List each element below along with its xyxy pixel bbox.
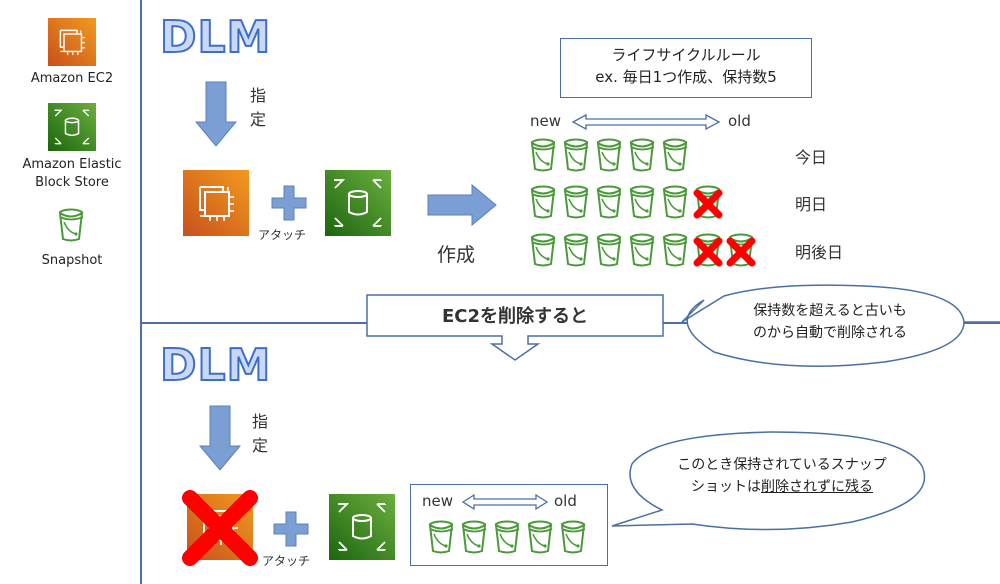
specify-label-bottom: 指 定 xyxy=(252,410,268,458)
legend-divider xyxy=(140,0,142,584)
old-label-top: old xyxy=(728,112,751,130)
snapshot-icon xyxy=(564,233,589,267)
specify-char1: 指 xyxy=(250,86,267,105)
snapshot-icon xyxy=(564,138,589,172)
callout-bottom-line2: ショットは削除されずに残る xyxy=(636,476,928,498)
rule-line2: ex. 毎日1つ作成、保持数5 xyxy=(595,68,777,86)
delete-x-icon xyxy=(693,237,723,267)
specify-label-top: 指 定 xyxy=(250,84,266,132)
ebs-legend-label: Amazon Elastic Block Store xyxy=(6,156,138,192)
snapshot-icon xyxy=(597,185,622,219)
dlm-title-bottom: DLM xyxy=(159,339,272,392)
attach-label-bottom: アタッチ xyxy=(262,554,311,568)
ec2-legend-icon xyxy=(48,18,96,66)
snapshot-icon xyxy=(630,138,655,172)
specify-arrow-bottom xyxy=(198,405,242,471)
snapshot-icon xyxy=(462,520,487,554)
attach-label-top: アタッチ xyxy=(258,228,307,242)
callout-top-line1: 保持数を超えると古いも xyxy=(753,303,907,319)
banner-arrow xyxy=(366,294,664,361)
snapshot-icon xyxy=(663,185,688,219)
callout-top xyxy=(681,284,1000,367)
old-label-bottom: old xyxy=(554,492,577,510)
new-label-top: new xyxy=(530,112,562,130)
snapshot-icon xyxy=(531,138,556,172)
delete-x-icon xyxy=(726,237,756,267)
callout-top-text: 保持数を超えると古いも のから自動で削除される xyxy=(708,300,952,344)
delete-x-icon xyxy=(693,189,723,219)
snapshot-icon xyxy=(564,185,589,219)
new-old-arrow-top xyxy=(571,113,721,131)
snapshot-legend-icon xyxy=(59,208,84,242)
snapshot-icon xyxy=(528,520,553,554)
new-label-bottom: new xyxy=(422,492,454,510)
plus-icon-top xyxy=(271,185,307,221)
specify-char2: 定 xyxy=(250,110,267,129)
ebs-legend-line2: Block Store xyxy=(35,175,109,190)
lifecycle-rule-box: ライフサイクルルール ex. 毎日1つ作成、保持数5 xyxy=(560,38,812,98)
callout-bottom-text: このとき保持されているスナップ ショットは削除されずに残る xyxy=(636,454,928,498)
specify-char1-bottom: 指 xyxy=(252,412,269,431)
delete-x-icon-bottom xyxy=(182,490,258,566)
snapshot-icon xyxy=(630,233,655,267)
snapshot-icon xyxy=(429,520,454,554)
snapshot-icon xyxy=(663,138,688,172)
plus-icon-bottom xyxy=(273,511,309,547)
row-label: 明後日 xyxy=(795,243,844,262)
callout-bottom xyxy=(611,431,926,531)
ebs-icon-top xyxy=(325,170,391,236)
specify-arrow-top xyxy=(194,81,238,147)
snapshot-icon xyxy=(597,138,622,172)
ec2-icon-top xyxy=(183,170,249,236)
dlm-title-top: DLM xyxy=(159,11,272,64)
banner-text: EC2を削除すると xyxy=(441,306,589,327)
row-label: 明日 xyxy=(795,195,828,214)
specify-char2-bottom: 定 xyxy=(252,436,269,455)
ebs-icon-bottom xyxy=(329,494,395,560)
callout-bottom-line1: このとき保持されているスナップ xyxy=(677,457,887,473)
ebs-legend-icon xyxy=(48,103,96,151)
snapshot-legend-label: Snapshot xyxy=(41,253,103,268)
ebs-legend-line1: Amazon Elastic xyxy=(22,157,122,172)
snapshot-icon xyxy=(630,185,655,219)
ec2-legend-label: Amazon EC2 xyxy=(30,71,114,86)
callout-top-line2: のから自動で削除される xyxy=(753,325,907,341)
rule-line1: ライフサイクルルール xyxy=(611,46,761,64)
snapshot-icon xyxy=(531,233,556,267)
snapshot-icon xyxy=(561,520,586,554)
snapshot-icon xyxy=(597,233,622,267)
snapshot-icon xyxy=(495,520,520,554)
callout-bottom-line2-prefix: ショットは xyxy=(691,479,761,495)
create-label: 作成 xyxy=(437,244,476,266)
callout-bottom-line2-underlined: 削除されずに残る xyxy=(761,479,873,495)
snapshot-icon xyxy=(663,233,688,267)
create-arrow xyxy=(427,183,497,227)
snapshot-icon xyxy=(531,185,556,219)
new-old-arrow-bottom xyxy=(461,493,549,511)
row-label: 今日 xyxy=(795,148,828,167)
